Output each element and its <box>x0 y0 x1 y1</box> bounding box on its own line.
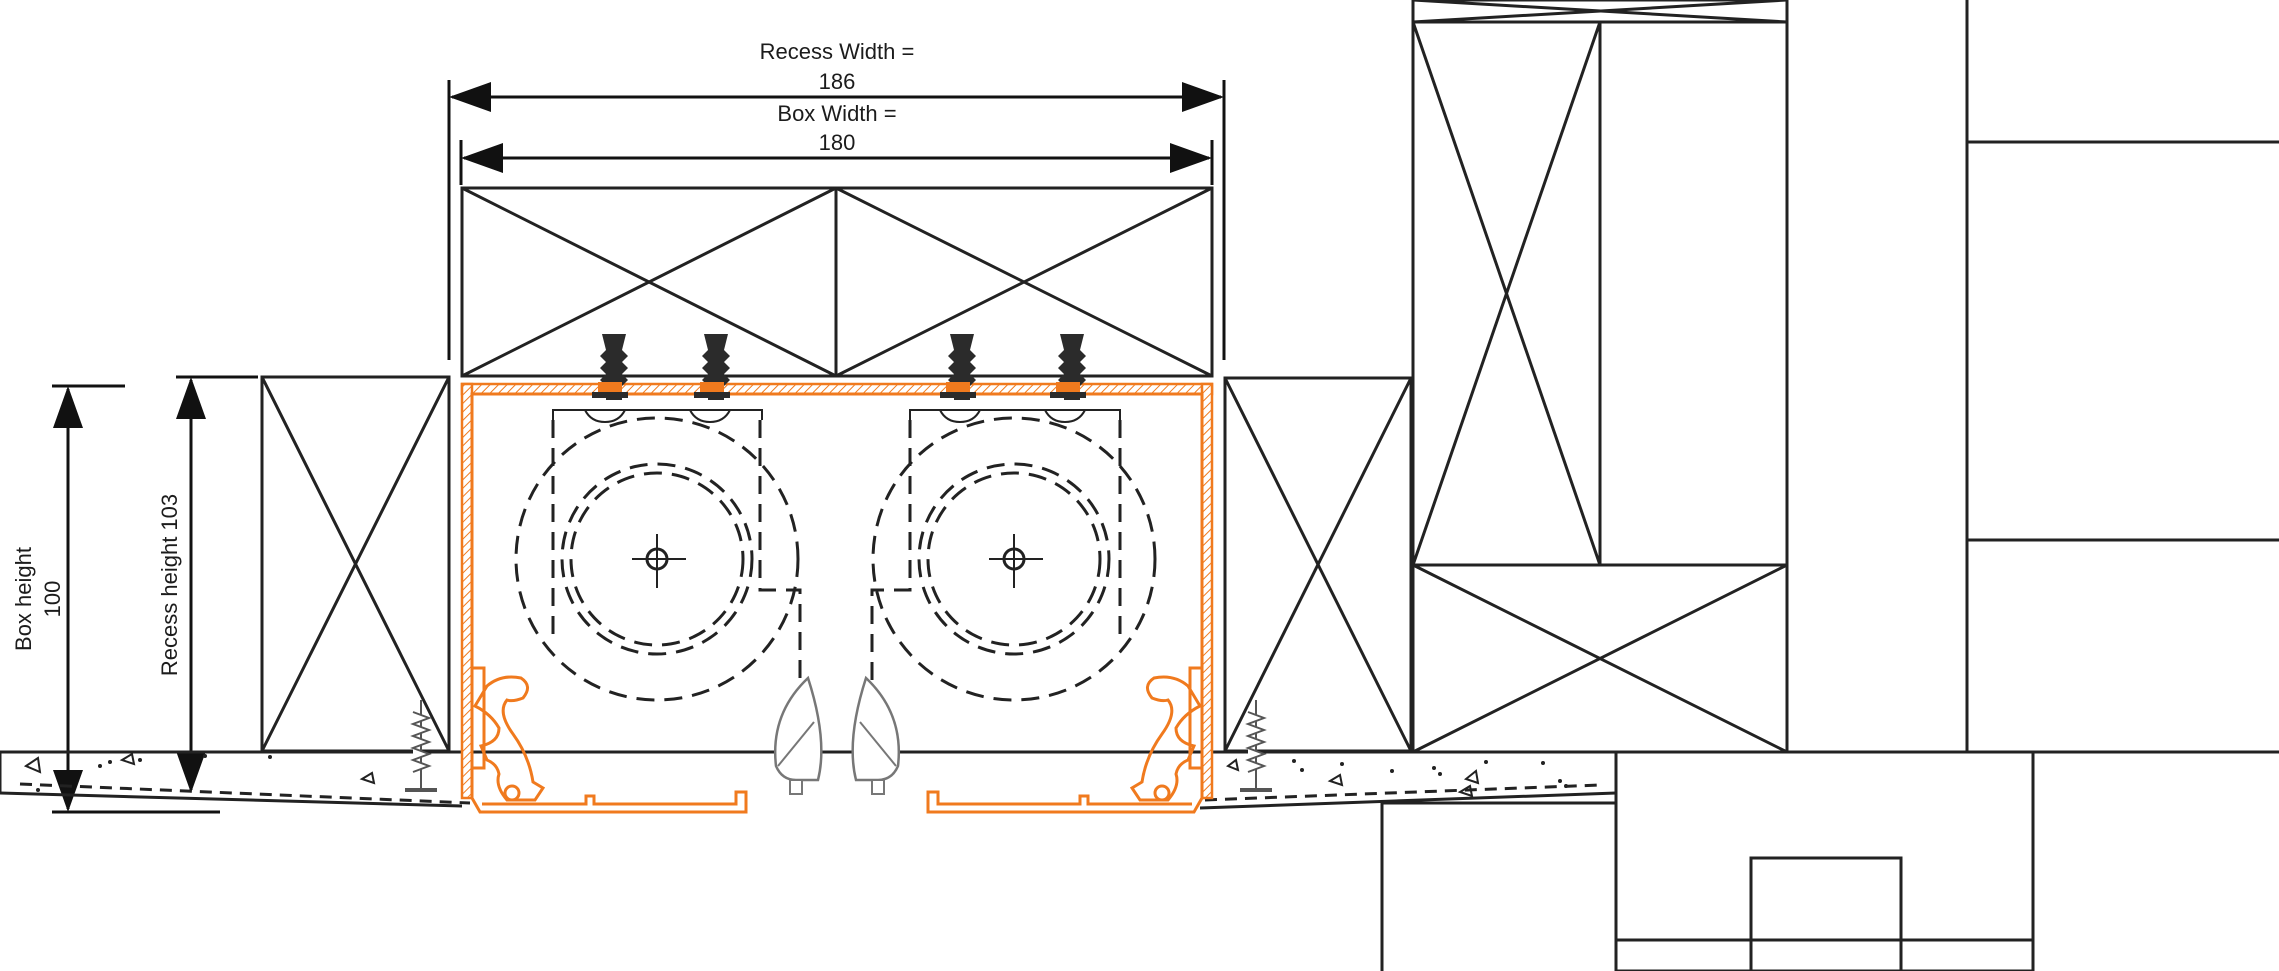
box-height-label: Box height <box>11 547 36 651</box>
screw-2 <box>694 334 730 400</box>
top-fixing-screws <box>592 334 1086 400</box>
blind-box-housing <box>460 382 1214 814</box>
recess-width-value: 186 <box>819 69 856 94</box>
box-width-value: 180 <box>819 130 856 155</box>
box-width-dimension: Box Width = 180 <box>459 101 1214 185</box>
side-fixing-screws <box>405 700 1272 792</box>
recess-width-label: Recess Width = <box>760 39 915 64</box>
screw-4 <box>1050 334 1086 400</box>
recess-height-label: Recess height 103 <box>157 494 182 676</box>
screw-right-wall <box>1240 700 1272 792</box>
recess-width-dimension: Recess Width = 186 <box>447 39 1226 360</box>
bottom-bars <box>774 675 900 795</box>
right-roller <box>870 416 1157 702</box>
screw-1 <box>592 334 628 400</box>
ceiling-plaster-lining <box>0 752 1618 810</box>
left-roller <box>514 416 802 702</box>
recess-height-dimension: Recess height 103 <box>157 375 258 793</box>
mounting-brackets <box>552 409 1121 424</box>
screw-3 <box>940 334 976 400</box>
box-height-dimension: Box height 100 <box>11 384 220 814</box>
screw-left-wall <box>405 700 437 792</box>
concrete-aggregate <box>23 752 1568 798</box>
box-height-value: 100 <box>40 581 65 618</box>
box-width-label: Box Width = <box>777 101 896 126</box>
